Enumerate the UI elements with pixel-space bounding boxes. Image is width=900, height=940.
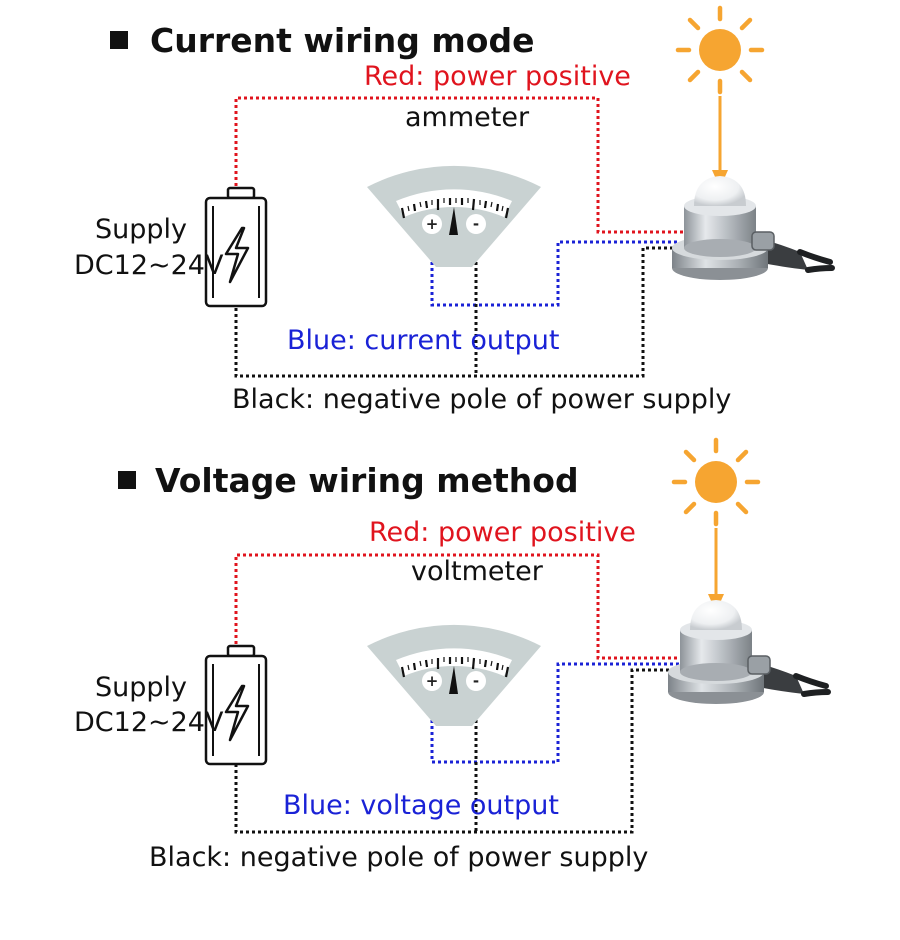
meter-plus-terminal: +	[422, 214, 442, 234]
svg-text:+: +	[426, 215, 439, 233]
black-wire	[234, 246, 684, 378]
svg-text:-: -	[473, 672, 479, 690]
svg-text:-: -	[473, 215, 479, 233]
meter-minus-terminal: -	[466, 214, 486, 234]
red-wire	[234, 553, 684, 660]
red-wire-label: Red: power positive	[364, 61, 631, 92]
meter-icon	[365, 623, 543, 728]
supply-label: Supply	[95, 672, 187, 703]
black-wire	[234, 668, 684, 834]
supply-voltage-label: DC12~24V	[74, 707, 224, 738]
section-voltage-wiring: Voltage wiring method Red: power positiv…	[74, 440, 828, 873]
meter-label: voltmeter	[411, 556, 544, 587]
svg-text:+: +	[426, 672, 439, 690]
sun-icon	[674, 440, 758, 524]
section-bullet	[118, 471, 136, 489]
sensor-icon	[668, 600, 828, 704]
black-wire-label: Black: negative pole of power supply	[232, 384, 731, 415]
blue-wire-label: Blue: voltage output	[283, 790, 559, 821]
red-wire	[234, 96, 684, 234]
sun-icon	[678, 8, 762, 92]
section-bullet	[110, 31, 128, 49]
battery-icon	[204, 644, 268, 766]
supply-label: Supply	[95, 214, 187, 245]
battery-icon	[204, 186, 268, 308]
blue-wire	[430, 662, 680, 764]
section-title: Current wiring mode	[150, 21, 534, 60]
meter-label: ammeter	[405, 102, 530, 133]
sunlight-arrow	[712, 96, 728, 188]
section-title: Voltage wiring method	[155, 461, 579, 500]
red-wire-label: Red: power positive	[369, 517, 636, 548]
sunlight-arrow	[708, 528, 724, 612]
blue-wire	[430, 226, 680, 307]
blue-wire-label: Blue: current output	[287, 325, 559, 356]
sensor-icon	[672, 176, 832, 280]
supply-voltage-label: DC12~24V	[74, 250, 224, 281]
meter-icon	[365, 164, 543, 269]
black-wire-label: Black: negative pole of power supply	[149, 842, 648, 873]
meter-minus-terminal: -	[466, 671, 486, 691]
section-current-wiring: Current wiring mode Red: power positive …	[74, 8, 832, 415]
meter-plus-terminal: +	[422, 671, 442, 691]
wires	[234, 553, 684, 834]
